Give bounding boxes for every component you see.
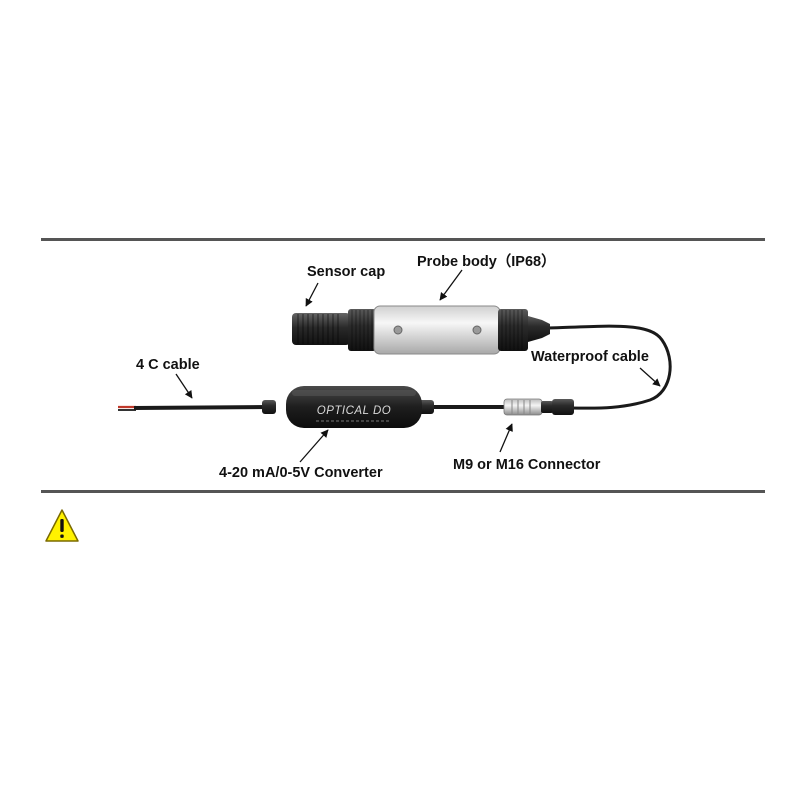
top-divider <box>41 238 765 241</box>
label-probe-body: Probe body（IP68） <box>417 254 556 270</box>
sensor-cap <box>292 313 350 345</box>
sensor-probe <box>292 305 550 355</box>
arrow-4c-cable <box>175 373 193 399</box>
pointer-arrows <box>175 269 661 463</box>
waterproof-cable <box>547 324 672 410</box>
label-sensor-cap: Sensor cap <box>307 264 386 280</box>
arrow-waterproof-cable <box>639 367 661 387</box>
arrow-connector <box>499 423 513 453</box>
converter-brand-label: OPTICAL DO <box>317 405 391 417</box>
arrow-sensor-cap <box>305 282 319 307</box>
four-core-cable <box>118 405 269 411</box>
arrow-probe-body <box>439 269 463 301</box>
label-connector: M9 or M16 Connector <box>453 457 601 473</box>
converter-unit: OPTICAL DO <box>262 386 434 428</box>
arrow-converter <box>299 429 329 463</box>
label-4c-cable: 4 C cable <box>136 357 200 373</box>
bottom-divider <box>41 490 765 493</box>
label-waterproof-cable: Waterproof cable <box>531 349 649 365</box>
cable-connector <box>503 398 574 416</box>
warning-triangle-icon <box>45 509 79 542</box>
label-converter: 4-20 mA/0-5V Converter <box>219 465 383 481</box>
